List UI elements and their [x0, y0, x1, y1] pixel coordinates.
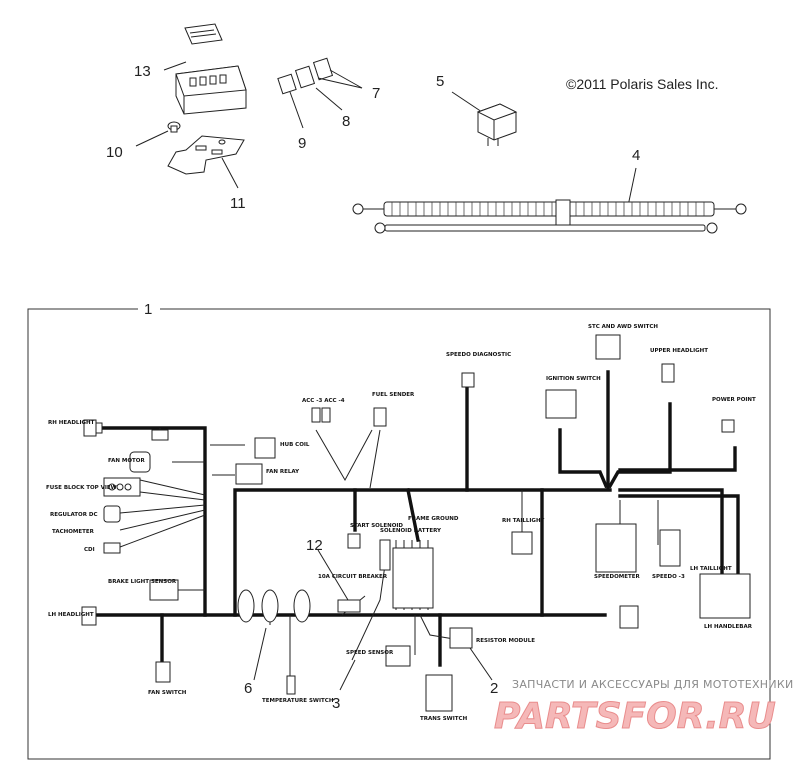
label-rh-taillight: RH TAILLIGHT — [502, 518, 545, 524]
watermark-subtitle: ЗАПЧАСТИ И АКСЕССУАРЫ ДЛЯ МОТОТЕХНИКИ — [512, 678, 794, 691]
label-speedo-3: SPEEDO -3 — [652, 574, 685, 580]
main-harness-trunk — [94, 370, 740, 667]
label-fuel-sender: FUEL SENDER — [372, 392, 415, 398]
label-lh-handlebar: LH HANDLEBAR — [704, 624, 753, 630]
label-acc: ACC -3 ACC -4 — [302, 398, 345, 404]
part-13-relay-block — [163, 23, 247, 115]
label-stc-awd: STC AND AWD SWITCH — [588, 324, 658, 330]
label-speedo-diagnostic: SPEEDO DIAGNOSTIC — [446, 352, 511, 358]
watermark-brand: PARTSFOR.RU — [494, 696, 776, 737]
part-5-relay — [451, 91, 518, 146]
label-tachometer: TACHOMETER — [52, 529, 95, 535]
callout-5: 5 — [436, 73, 444, 90]
label-upper-headlight: UPPER HEADLIGHT — [650, 348, 708, 354]
callout-13: 13 — [134, 63, 151, 80]
callout-3: 3 — [332, 695, 340, 712]
label-circuit-breaker: 10A CIRCUIT BREAKER — [318, 574, 388, 580]
part-7-8-9-fuses — [277, 57, 363, 129]
part-10-screw — [135, 121, 181, 147]
callout-6: 6 — [244, 680, 252, 697]
copyright-notice: ©2011 Polaris Sales Inc. — [566, 76, 718, 92]
callout-7: 7 — [372, 85, 380, 102]
label-fuse-block: FUSE BLOCK TOP VIEW — [46, 485, 117, 491]
callout-10: 10 — [106, 144, 123, 161]
callout-9: 9 — [298, 135, 306, 152]
label-regulator: REGULATOR DC — [50, 512, 98, 518]
leader-2 — [469, 647, 493, 681]
label-frame-ground: FRAME GROUND — [408, 516, 459, 522]
watermark: ЗАПЧАСТИ И АКСЕССУАРЫ ДЛЯ МОТОТЕХНИКИ PA… — [494, 678, 794, 738]
label-fan-relay: FAN RELAY — [266, 469, 300, 475]
label-speedometer: SPEEDOMETER — [594, 574, 640, 580]
label-resistor-module: RESISTOR MODULE — [476, 638, 535, 644]
callout-2: 2 — [490, 680, 498, 697]
label-trans-switch: TRANS SWITCH — [420, 716, 468, 722]
label-cdi: CDI — [84, 547, 95, 553]
callout-4: 4 — [632, 147, 640, 164]
label-temperature-switch: TEMPERATURE SWITCH — [262, 698, 334, 704]
label-brake-light: BRAKE LIGHT SENSOR — [108, 579, 177, 585]
label-power-point: POWER POINT — [712, 397, 756, 403]
label-rh-headlight: RH HEADLIGHT — [48, 420, 95, 426]
label-lh-taillight: LH TAILLIGHT — [690, 566, 732, 572]
leader-6 — [253, 627, 267, 681]
label-hub-coil: HUB COIL — [280, 442, 310, 448]
part-4-battery-cables — [352, 167, 747, 234]
callout-1-mask — [138, 300, 160, 316]
leader-12 — [317, 549, 349, 601]
callout-8: 8 — [342, 113, 350, 130]
label-lh-headlight: LH HEADLIGHT — [48, 612, 94, 618]
label-speed-sensor: SPEED SENSOR — [346, 650, 394, 656]
label-fan-motor: FAN MOTOR — [108, 458, 145, 464]
callout-1: 1 — [144, 301, 152, 318]
label-solenoid-battery: SOLENOID BATTERY — [380, 528, 442, 534]
leader-3 — [339, 659, 356, 691]
label-ignition-switch: IGNITION SWITCH — [546, 376, 601, 382]
harness-frame — [27, 308, 771, 760]
callout-12: 12 — [306, 537, 323, 554]
part-11-bracket — [167, 135, 245, 189]
label-start-solenoid: START SOLENOID — [350, 523, 403, 529]
harness-components — [81, 334, 751, 712]
label-fan-switch: FAN SWITCH — [148, 690, 187, 696]
callout-11: 11 — [230, 195, 246, 212]
